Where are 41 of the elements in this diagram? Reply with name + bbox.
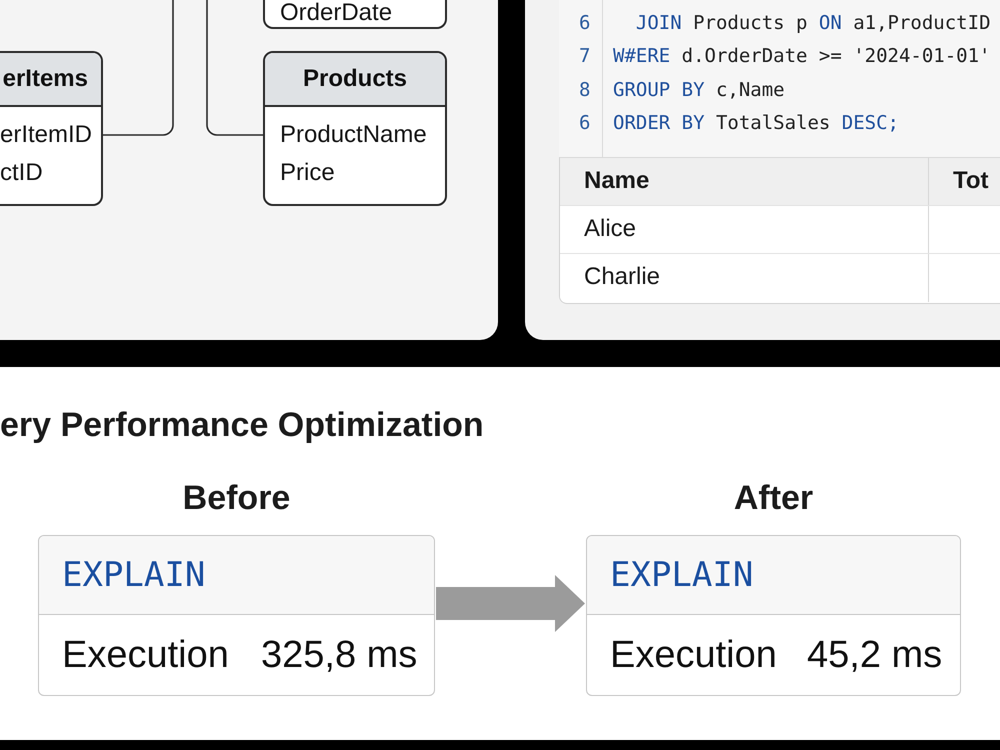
field-name: ProductName [280, 120, 427, 150]
metric-value: 45,2 ms [807, 633, 942, 678]
sql-keyword: ORDER BY [613, 111, 705, 136]
table-cell: Charlie [560, 254, 929, 302]
connector-line [206, 0, 263, 136]
column-header: Tot [952, 166, 989, 196]
table-cell: Alice [560, 206, 929, 252]
field-name: Price [280, 158, 335, 188]
metric-label: Execution [62, 633, 229, 678]
connector-line [103, 0, 174, 136]
entity-table [0, 51, 103, 206]
sql-keyword: W#ERE [613, 44, 670, 70]
code-text: a1,ProductID [853, 11, 991, 36]
field-name: ctID [0, 158, 43, 188]
line-number: 7 [579, 44, 590, 70]
table-name: Products [302, 64, 407, 94]
metric-label: Execution [610, 633, 777, 678]
field-name: erItemID [0, 120, 92, 150]
code-text: d.OrderDate >= '2024-01-01' [682, 44, 990, 70]
sql-keyword: GROUP BY [613, 78, 705, 103]
card-heading: After [734, 478, 814, 518]
block-arrow [436, 575, 585, 632]
line-number: 6 [579, 11, 590, 36]
code-text: TotalSales [716, 111, 830, 136]
entity-table [263, 0, 447, 29]
metric-value: 325,8 ms [261, 633, 418, 678]
code-text: Products p [693, 11, 808, 36]
field-name: OrderDate [280, 0, 392, 26]
section-title: ery Performance Optimization [0, 405, 484, 445]
sql-keyword: EXPLAIN [62, 555, 206, 595]
table-name: erItems [2, 64, 88, 94]
line-number: 6 [579, 111, 590, 136]
sql-keyword: DESC; [842, 111, 899, 136]
sql-keyword: ON [818, 11, 842, 36]
line-number: 8 [579, 78, 590, 103]
sql-keyword: JOIN [636, 11, 682, 36]
entity-table [263, 51, 447, 206]
column-header: Name [560, 158, 929, 204]
card-heading: Before [182, 478, 290, 518]
sql-keyword: EXPLAIN [610, 555, 754, 595]
code-text: c,Name [716, 78, 785, 103]
